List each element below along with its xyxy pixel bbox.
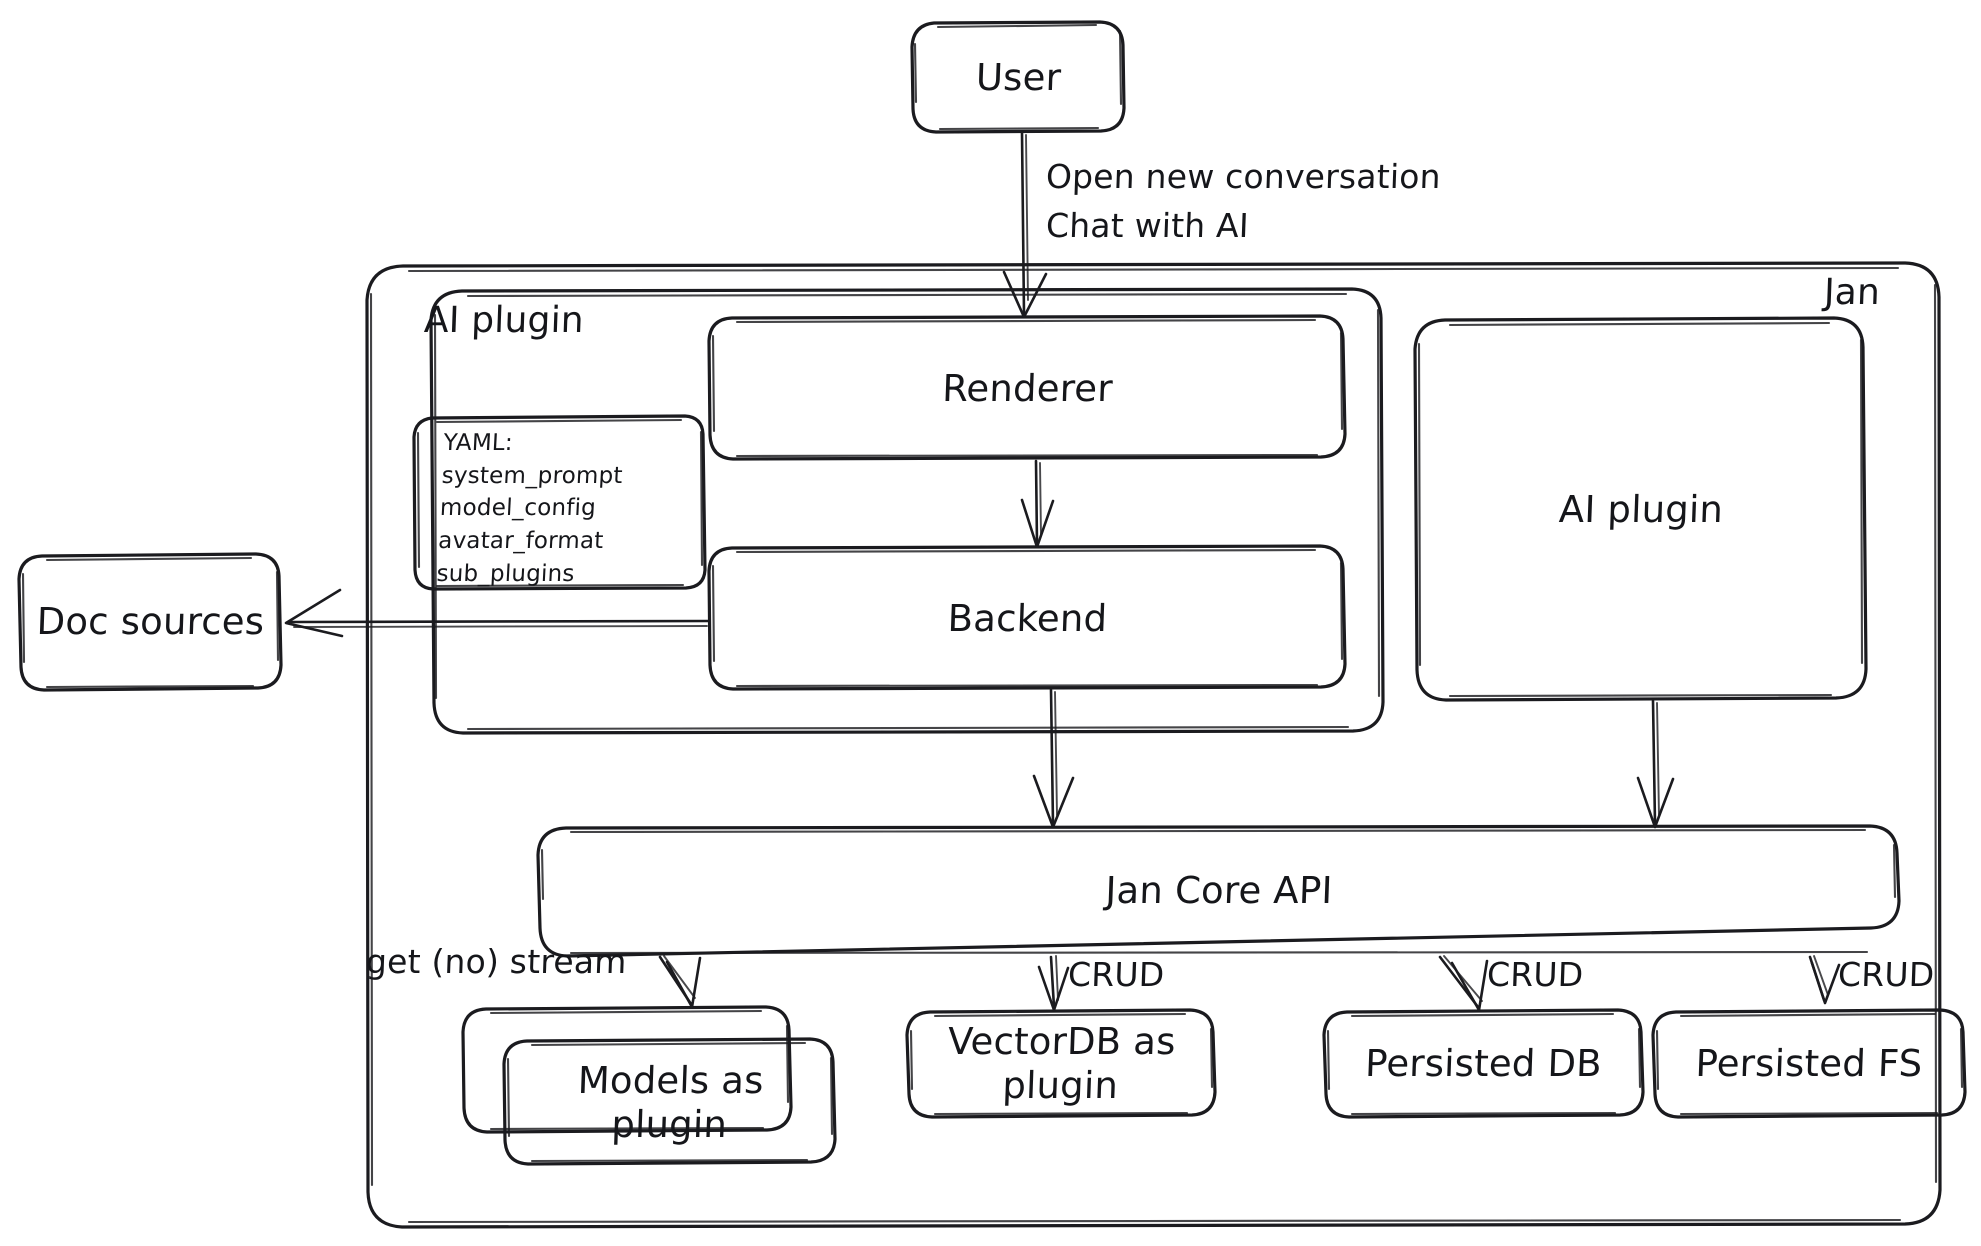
ai-plugin-box-label: AI plugin [1558, 488, 1724, 532]
models-plugin-label: Models as plugin [577, 1058, 765, 1146]
edge-core-to-persisted-db [1438, 955, 1489, 1012]
edge-label-user-to-renderer-line2: Chat with AI [1045, 206, 1250, 245]
edge-core-to-vectordb [1037, 955, 1070, 1012]
edge-backend-to-core [1032, 688, 1075, 829]
edge-label-get-no-stream: get (no) stream [365, 942, 628, 981]
backend-label: Backend [946, 596, 1109, 640]
edge-label-crud-persisted-fs: CRUD [1837, 955, 1936, 994]
edge-user-to-renderer [1002, 131, 1048, 319]
edge-label-crud-persisted-db: CRUD [1486, 955, 1585, 994]
edge-core-to-persisted-fs [1808, 955, 1841, 1005]
edge-backend-to-doc-sources [284, 588, 710, 638]
yaml-note-text: YAML: system_prompt model_config avatar_… [435, 430, 624, 587]
ai-plugin-group-label: AI plugin [423, 300, 585, 341]
edge-label-crud-vectordb: CRUD [1067, 955, 1166, 994]
doc-sources-label: Doc sources [35, 600, 266, 644]
persisted-db-label: Persisted DB [1364, 1041, 1603, 1085]
jan-container-label: Jan [1823, 272, 1881, 313]
vectordb-plugin-label: VectorDB as plugin [947, 1019, 1177, 1107]
jan-core-api-label: Jan Core API [1104, 869, 1334, 913]
persisted-fs-label: Persisted FS [1694, 1041, 1924, 1085]
renderer-label: Renderer [941, 366, 1114, 410]
user-label: User [975, 56, 1062, 100]
edge-core-to-models [658, 955, 702, 1009]
edge-label-user-to-renderer-line1: Open new conversation [1045, 157, 1442, 196]
edge-renderer-to-backend [1020, 459, 1055, 549]
edge-ai-plugin-to-core [1636, 699, 1675, 829]
